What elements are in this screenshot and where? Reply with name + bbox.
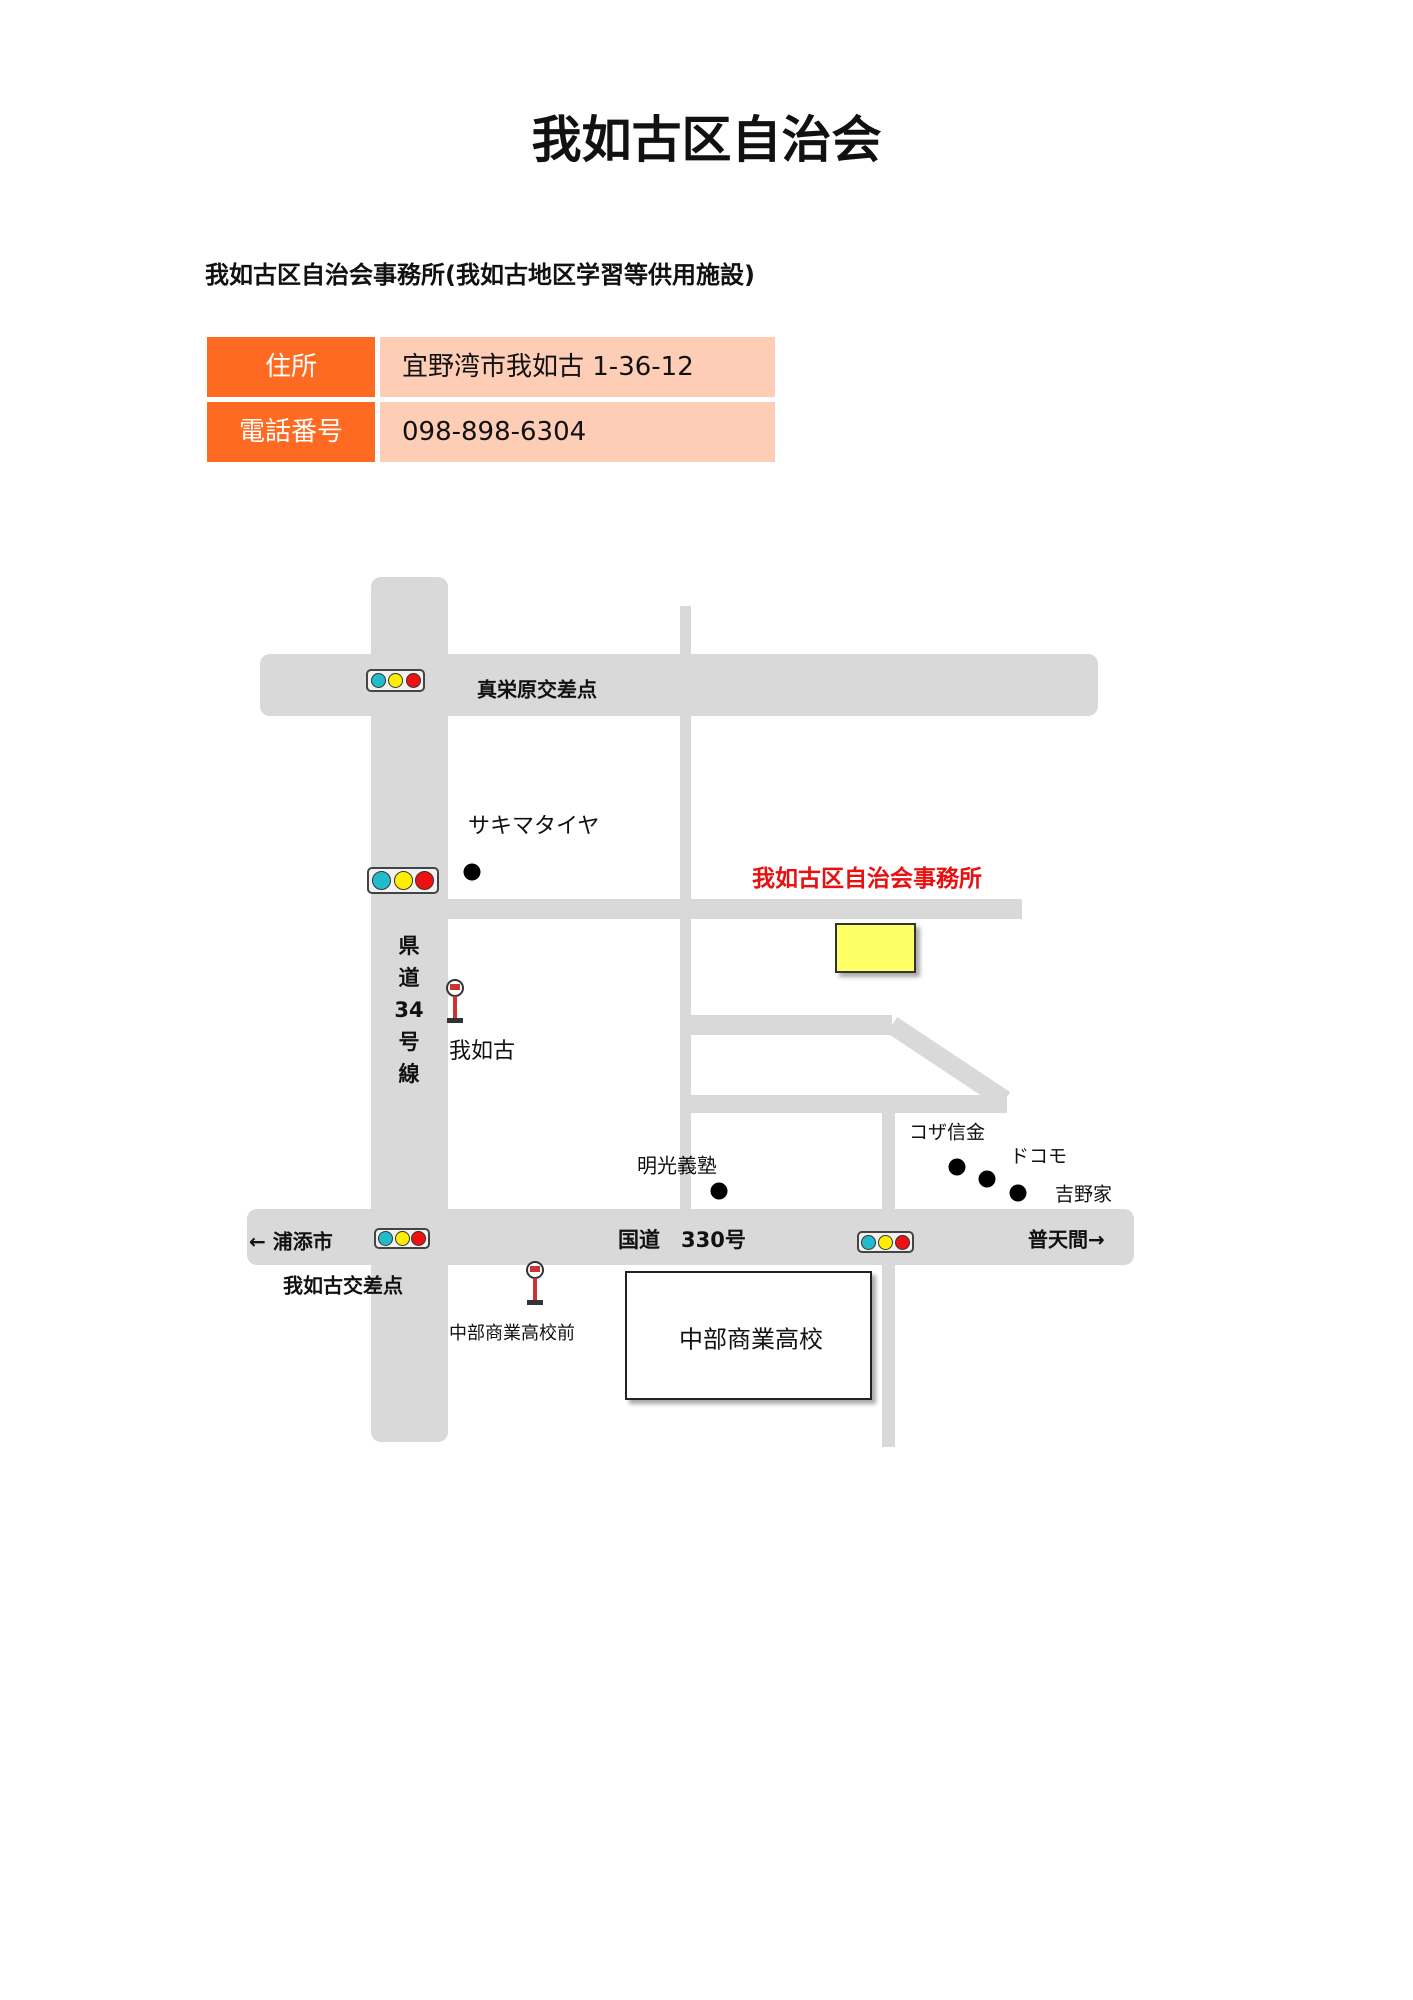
traffic-light-icon [367,867,439,894]
koza-shinkin-label: コザ信金 [909,1121,986,1144]
page-title: 我如古区自治会 [531,111,882,169]
to-urasoe-label: ← 浦添市 [249,1229,333,1254]
office-label: 我如古区自治会事務所 [752,866,982,892]
phone-label: 電話番号 [207,402,375,462]
landmark-dot [1009,1184,1027,1202]
school-building [625,1271,872,1400]
bus-stop-school-label: 中部商業高校前 [449,1323,575,1344]
office-building [835,923,916,973]
prefectural-road-34 [371,577,448,1442]
traffic-light-icon [374,1228,430,1249]
prefectural-road-label: 県 道 34 号 線 [394,930,424,1090]
road-branch-lower [691,1095,1007,1113]
landmark-dot [948,1158,966,1176]
traffic-light-icon [857,1231,914,1253]
bus-stop-ganeko-label: 我如古 [449,1039,516,1064]
road-label-char: 号 [398,1030,420,1054]
road-office [448,899,1022,919]
road-label-char: 線 [398,1062,420,1086]
traffic-light-icon [366,669,425,692]
bus-stop-icon [446,979,464,1023]
meiko-gijuku-label: 明光義塾 [637,1153,717,1178]
to-futenma-label: 普天間→ [1028,1227,1105,1252]
ganeko-crossing-label: 我如古交差点 [283,1273,403,1298]
bus-stop-icon [526,1261,544,1305]
landmark-dot [710,1182,728,1200]
docomo-label: ドコモ [1010,1145,1068,1168]
maeibaru-crossing-label: 真栄原交差点 [477,677,597,702]
office-subtitle: 我如古区自治会事務所(我如古地区学習等供用施設) [205,261,755,289]
road-label-char: 34 [394,998,424,1022]
route-330-label: 国道 330号 [618,1228,746,1252]
road-branch-upper [691,1015,892,1035]
address-label: 住所 [207,337,375,397]
landmark-dot [463,863,481,881]
road-label-char: 県 [398,934,420,958]
road-right-vertical [882,1113,895,1447]
school-label: 中部商業高校 [679,1325,823,1354]
landmark-dot [978,1170,996,1188]
sakima-tire-label: サキマタイヤ [468,814,600,839]
address-value: 宜野湾市我如古 1-36-12 [380,337,775,397]
phone-value: 098-898-6304 [380,402,775,462]
road-label-char: 道 [398,966,420,990]
yoshinoya-label: 吉野家 [1055,1183,1113,1206]
